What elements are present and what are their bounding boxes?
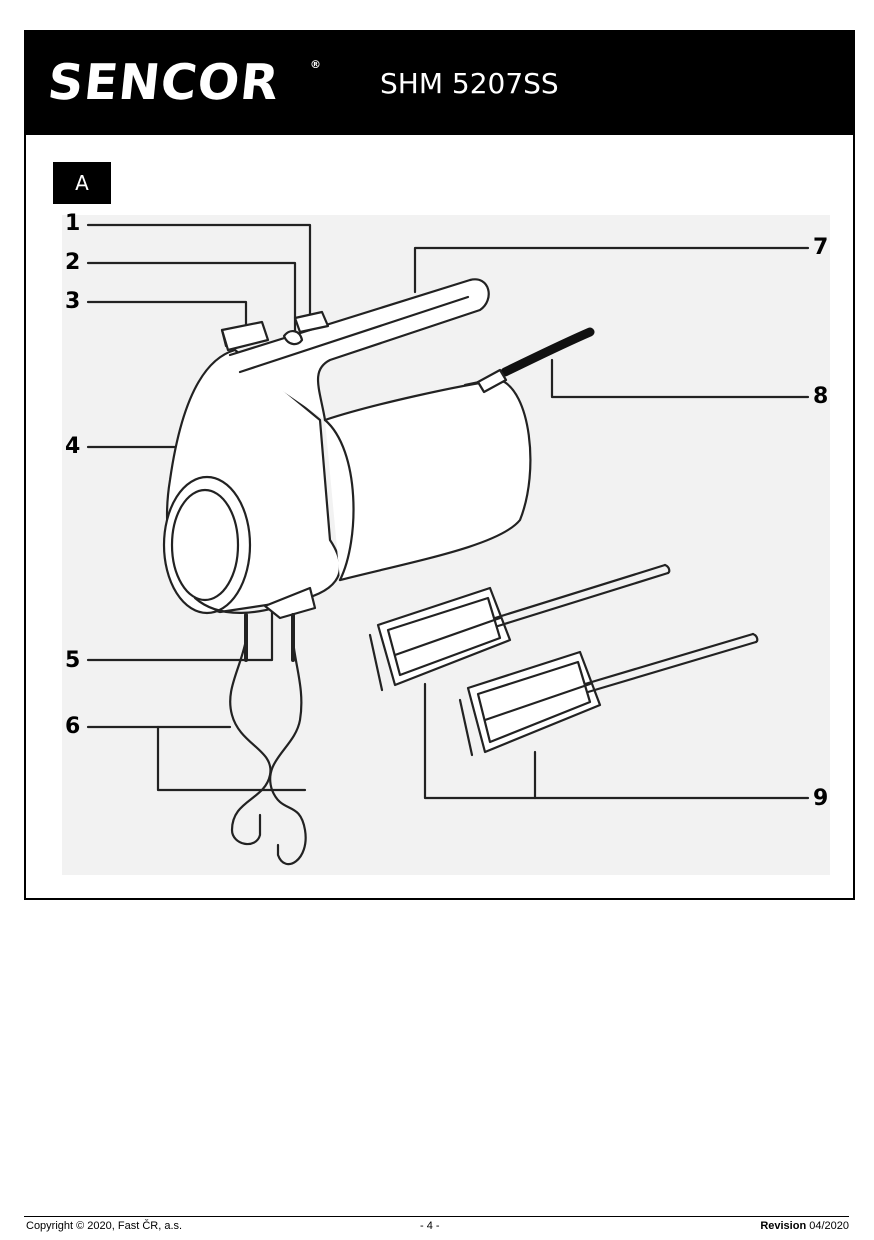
copyright-text: Copyright © 2020, Fast ČR, a.s. — [26, 1220, 183, 1232]
header-bar: SENCOR ® SHM 5207SS — [26, 32, 853, 135]
callout-8: 8 — [813, 384, 829, 409]
callout-7: 7 — [813, 235, 829, 260]
callout-1: 1 — [65, 211, 81, 236]
callout-3: 3 — [65, 289, 81, 314]
callout-6: 6 — [65, 714, 81, 739]
model-name: SHM 5207SS — [380, 67, 559, 100]
callout-5: 5 — [65, 648, 81, 673]
callout-4: 4 — [65, 434, 81, 459]
revision-info: Revision 04/2020 — [760, 1219, 849, 1233]
page-number: - 4 - — [420, 1220, 440, 1232]
section-label: A — [53, 162, 111, 204]
revision-label: Revision — [760, 1220, 807, 1232]
callout-9: 9 — [813, 786, 829, 811]
footer-divider — [24, 1216, 849, 1217]
manual-frame: SENCOR ® SHM 5207SS — [24, 30, 855, 900]
revision-value: 04/2020 — [809, 1220, 849, 1232]
registered-mark: ® — [310, 58, 321, 71]
callout-2: 2 — [65, 250, 81, 275]
